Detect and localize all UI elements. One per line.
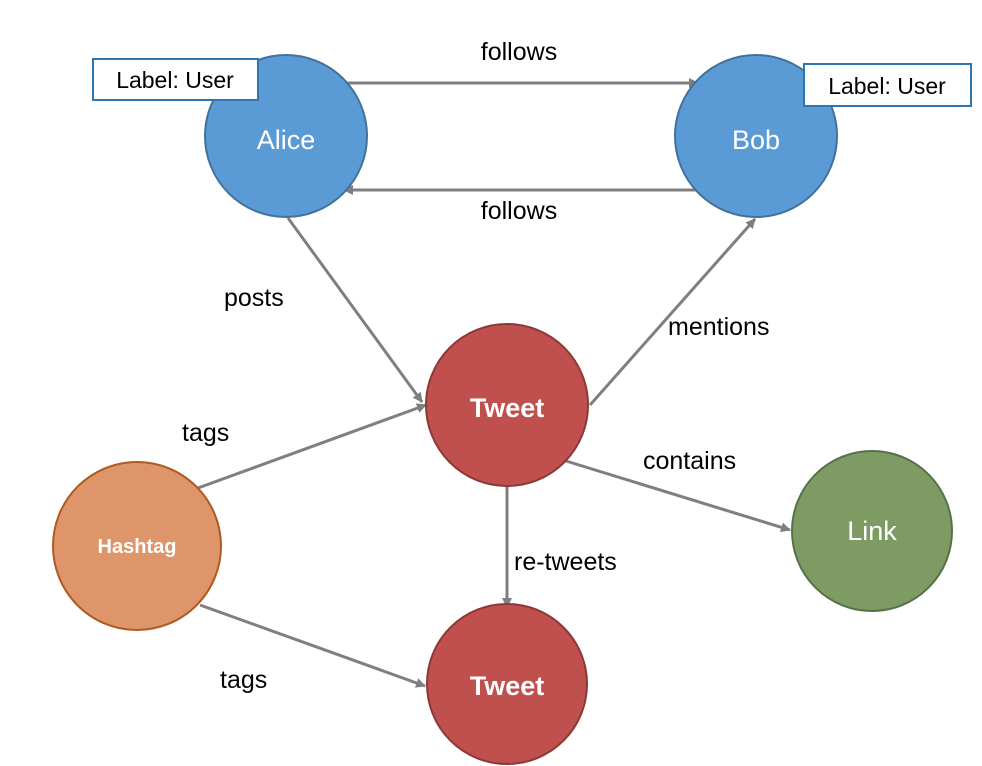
alice-label-tag: Label: User xyxy=(92,58,259,101)
edge-label-follows-top: follows xyxy=(481,38,557,66)
node-tweet-retweet-circle[interactable] xyxy=(426,603,588,765)
node-hashtag-label: Hashtag xyxy=(98,536,177,558)
edge-hashtag-tags-tweet-2[interactable] xyxy=(199,603,426,688)
bob-label-tag-text: Label: User xyxy=(828,73,946,99)
edges xyxy=(197,78,791,688)
alice-label-tag-text: Label: User xyxy=(116,67,234,93)
bob-label-tag-box xyxy=(803,63,972,107)
bob-label-tag: Label: User xyxy=(803,63,972,107)
node-hashtag[interactable]: Hashtag xyxy=(52,461,222,631)
edge-tweet-contains-link[interactable] xyxy=(565,459,791,533)
node-link[interactable]: Link xyxy=(791,450,953,612)
edge-label-tags-upper: tags xyxy=(182,419,229,447)
nodes: Alice Bob Tweet Tweet Hashtag Link xyxy=(52,54,953,765)
edge-label-contains: contains xyxy=(643,447,736,475)
node-link-circle[interactable] xyxy=(791,450,953,612)
edge-label-mentions: mentions xyxy=(668,313,769,341)
node-link-label: Link xyxy=(847,516,897,546)
node-tweet-main-label: Tweet xyxy=(470,393,545,423)
edge-label-follows-bottom: follows xyxy=(481,197,557,225)
node-tweet-retweet[interactable]: Tweet xyxy=(426,603,588,765)
node-hashtag-circle[interactable] xyxy=(52,461,222,631)
node-bob-label: Bob xyxy=(732,125,780,155)
node-alice-label: Alice xyxy=(257,125,316,155)
edge-tweet-mentions-bob[interactable] xyxy=(588,218,757,406)
node-bob-circle[interactable] xyxy=(674,54,838,218)
edge-label-tags-lower: tags xyxy=(220,666,267,694)
edge-hashtag-tags-tweet[interactable] xyxy=(197,403,427,490)
node-tweet-main-circle[interactable] xyxy=(425,323,589,487)
label-tags: Label: User Label: User xyxy=(92,58,972,107)
node-tweet-main[interactable]: Tweet xyxy=(425,323,589,487)
alice-label-tag-box xyxy=(92,58,259,101)
edge-alice-posts-tweet[interactable] xyxy=(286,217,424,403)
node-bob[interactable]: Bob xyxy=(674,54,838,218)
edge-label-retweets: re-tweets xyxy=(514,548,617,576)
node-tweet-retweet-label: Tweet xyxy=(470,671,545,701)
edge-label-posts: posts xyxy=(224,284,284,312)
edge-labels: follows follows posts mentions tags cont… xyxy=(182,38,769,694)
